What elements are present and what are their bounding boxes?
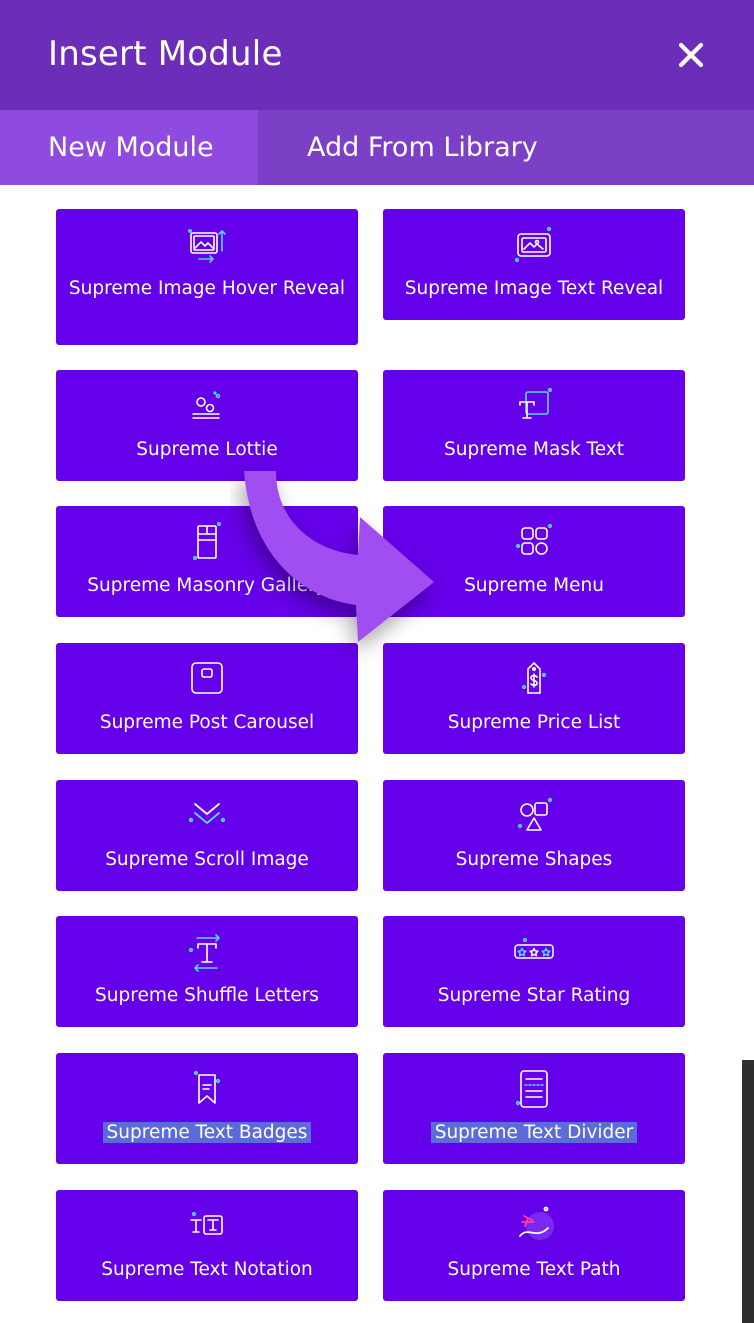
module-lottie[interactable]: Supreme Lottie (56, 370, 358, 481)
masonry-gallery-icon (185, 520, 229, 564)
module-shuffle-letters[interactable]: Supreme Shuffle Letters (56, 916, 358, 1027)
image-text-reveal-icon (512, 223, 556, 267)
module-post-carousel[interactable]: Supreme Post Carousel (56, 643, 358, 754)
text-badges-icon (185, 1067, 229, 1111)
module-scroll-image[interactable]: Supreme Scroll Image (56, 780, 358, 891)
module-price-list[interactable]: Supreme Price List (383, 643, 685, 754)
text-notation-icon (185, 1204, 229, 1248)
dialog-header: Insert Module (0, 0, 754, 110)
close-icon (678, 42, 704, 68)
module-text-notation[interactable]: Supreme Text Notation (56, 1190, 358, 1301)
module-label: Supreme Masonry Gallery (87, 575, 327, 596)
star-rating-icon (512, 930, 556, 974)
close-button[interactable] (668, 32, 714, 78)
tab-bar: New Module Add From Library (0, 110, 754, 185)
module-label: Supreme Text Divider (430, 1122, 638, 1143)
module-label: Supreme Image Hover Reveal (68, 278, 346, 299)
text-path-icon (512, 1204, 556, 1248)
module-text-badges[interactable]: Supreme Text Badges (56, 1053, 358, 1164)
shuffle-letters-icon (185, 930, 229, 974)
module-label: Supreme Image Text Reveal (404, 278, 664, 299)
module-label: Supreme Text Badges (102, 1122, 312, 1143)
module-masonry-gallery[interactable]: Supreme Masonry Gallery (56, 506, 358, 617)
mask-text-icon (512, 384, 556, 428)
text-divider-icon (512, 1067, 556, 1111)
post-carousel-icon (185, 657, 229, 701)
tab-add-from-library[interactable]: Add From Library (307, 132, 538, 163)
module-image-text-reveal[interactable]: Supreme Image Text Reveal (383, 209, 685, 320)
module-label: Supreme Lottie (136, 439, 278, 460)
price-list-icon (512, 657, 556, 701)
module-mask-text[interactable]: Supreme Mask Text (383, 370, 685, 481)
module-text-path[interactable]: Supreme Text Path (383, 1190, 685, 1301)
image-hover-reveal-icon (185, 223, 229, 267)
module-label: Supreme Star Rating (437, 985, 631, 1006)
scrollbar[interactable] (742, 1060, 754, 1323)
module-image-hover-reveal[interactable]: Supreme Image Hover Reveal (56, 209, 358, 345)
dialog-title: Insert Module (48, 34, 283, 74)
scroll-image-icon (185, 794, 229, 838)
tab-new-module[interactable]: New Module (0, 110, 258, 185)
lottie-icon (185, 384, 229, 428)
module-label: Supreme Text Notation (101, 1259, 313, 1280)
module-star-rating[interactable]: Supreme Star Rating (383, 916, 685, 1027)
module-label: Supreme Shapes (455, 849, 613, 870)
module-shapes[interactable]: Supreme Shapes (383, 780, 685, 891)
menu-icon (512, 520, 556, 564)
module-text-divider[interactable]: Supreme Text Divider (383, 1053, 685, 1164)
shapes-icon (512, 794, 556, 838)
module-label: Supreme Mask Text (443, 439, 625, 460)
module-grid: Supreme Image Hover Reveal Supreme Image… (0, 185, 754, 1323)
module-label: Supreme Menu (464, 575, 604, 596)
module-label: Supreme Text Path (447, 1259, 621, 1280)
module-label: Supreme Shuffle Letters (95, 985, 319, 1006)
module-label: Supreme Post Carousel (99, 712, 315, 733)
module-label: Supreme Scroll Image (105, 849, 309, 870)
module-label: Supreme Price List (447, 712, 621, 733)
module-menu[interactable]: Supreme Menu (383, 506, 685, 617)
